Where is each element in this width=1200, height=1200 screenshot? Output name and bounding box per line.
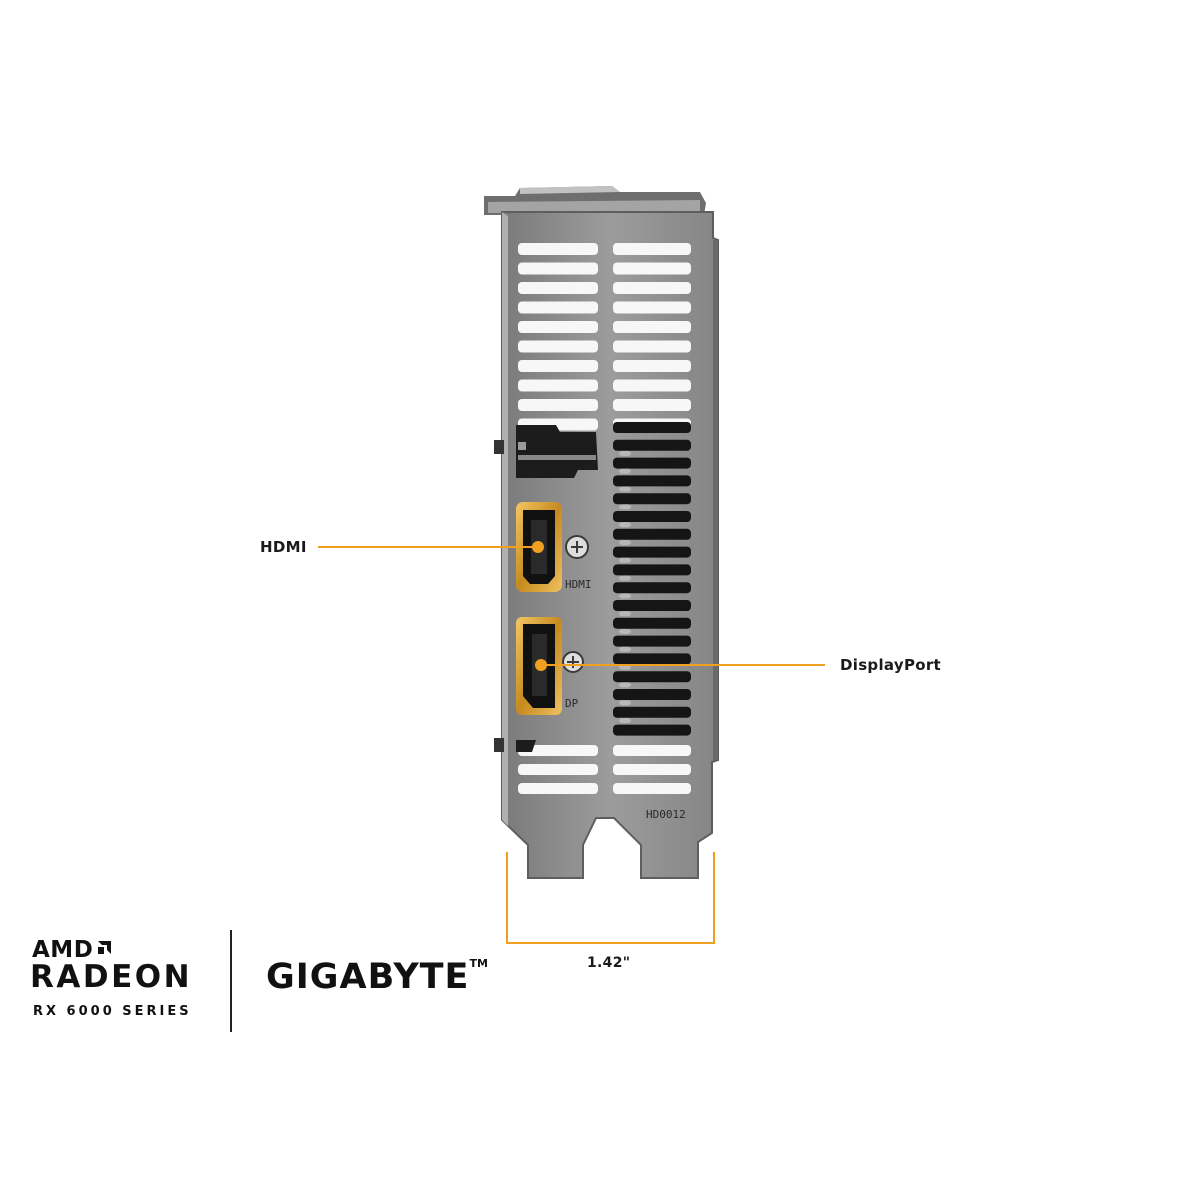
vent-slot-dark: [613, 671, 691, 683]
vent-slot-dark: [613, 724, 691, 736]
vent-fin-highlight: [619, 557, 631, 563]
vent-fin-highlight: [619, 540, 631, 545]
vent-fin-highlight: [619, 575, 631, 581]
vent-slot-dark: [613, 653, 691, 665]
vent-fin-highlight: [619, 504, 631, 510]
amd-wordmark: AMD: [32, 937, 94, 963]
bracket-top-flange: [484, 186, 706, 215]
vent-fin-highlight: [619, 611, 631, 617]
hdmi-callout-line: [318, 541, 544, 553]
trademark-mark: TM: [469, 957, 488, 970]
vent-slot-right: [613, 301, 691, 314]
vent-slot-dark: [613, 706, 691, 718]
vent-fin-highlight: [619, 718, 631, 723]
width-dimension-bracket: [506, 852, 715, 944]
vent-fin-highlight: [619, 629, 631, 634]
vent-slot-dark: [613, 439, 691, 451]
vent-fin-highlight: [619, 451, 631, 456]
bracket-cutout-lower: [516, 740, 536, 752]
vent-slot-right: [613, 262, 691, 275]
vent-slot-right: [613, 282, 691, 294]
vent-slot-right: [613, 379, 691, 392]
vent-slot-dark: [613, 493, 691, 505]
vent-slot-right: [613, 321, 691, 333]
vent-slot-left: [518, 340, 598, 353]
vent-slot-dark: [613, 689, 691, 700]
bracket-model-code: HD0012: [646, 808, 686, 821]
vent-fin-highlight: [619, 486, 631, 492]
vent-fin-highlight: [619, 522, 631, 528]
vent-slot-right: [613, 360, 691, 372]
vent-slot-dark: [613, 528, 691, 540]
vent-slot-dark: [613, 582, 691, 594]
vent-slot-left: [518, 379, 598, 392]
vent-slot-right: [613, 243, 691, 255]
screw-dp: [562, 651, 584, 673]
vent-slot-left: [518, 399, 598, 411]
hdmi-port-label: HDMI: [565, 578, 592, 591]
vent-slot-dark: [613, 422, 691, 433]
radeon-series-text: RX 6000 SERIES: [33, 1004, 192, 1019]
width-dimension-label: 1.42": [587, 955, 631, 971]
vent-slot-dark: [613, 457, 691, 469]
vent-slot-right-lower: [613, 764, 691, 775]
displayport-callout-line: [535, 659, 825, 671]
vent-fin-highlight: [619, 700, 631, 706]
vent-slot-left: [518, 360, 598, 372]
vent-slot-right: [613, 340, 691, 353]
vent-slot-left: [518, 301, 598, 314]
vent-slot-dark: [613, 635, 691, 647]
vent-fin-highlight: [619, 593, 631, 599]
vent-slot-right-lower: [613, 745, 691, 756]
vent-slot-dark: [613, 546, 691, 558]
vent-slot-dark: [613, 617, 691, 629]
displayport-callout-label: DisplayPort: [840, 656, 942, 674]
vent-fin-highlight: [619, 682, 631, 688]
brand-divider: [230, 930, 232, 1032]
dp-port-label: DP: [565, 697, 579, 710]
vent-slot-left-lower: [518, 783, 598, 794]
vent-slot-left-lower: [518, 745, 598, 756]
gigabyte-text: GIGABYTE: [266, 957, 470, 997]
amd-arrow-logo-icon: [98, 941, 111, 954]
gigabyte-wordmark: GIGABYTETM: [266, 957, 488, 997]
vent-slot-right: [613, 399, 691, 411]
vent-slot-left-lower: [518, 764, 598, 775]
screw-hdmi: [565, 535, 589, 559]
vent-slot-left: [518, 262, 598, 275]
vent-slot-dark: [613, 564, 691, 576]
vent-slot-dark: [613, 475, 691, 487]
vent-fin-highlight: [619, 468, 631, 474]
vent-fin-highlight: [619, 646, 631, 652]
vent-slot-left: [518, 282, 598, 294]
vent-slot-dark: [613, 511, 691, 522]
vent-slot-left: [518, 243, 598, 255]
vent-slot-left: [518, 321, 598, 333]
bracket-cutout-upper: [516, 425, 598, 478]
radeon-wordmark: RADEON: [30, 959, 193, 995]
vent-slot-right-lower: [613, 783, 691, 794]
hdmi-callout-label: HDMI: [260, 538, 307, 556]
vent-slot-dark: [613, 600, 691, 611]
